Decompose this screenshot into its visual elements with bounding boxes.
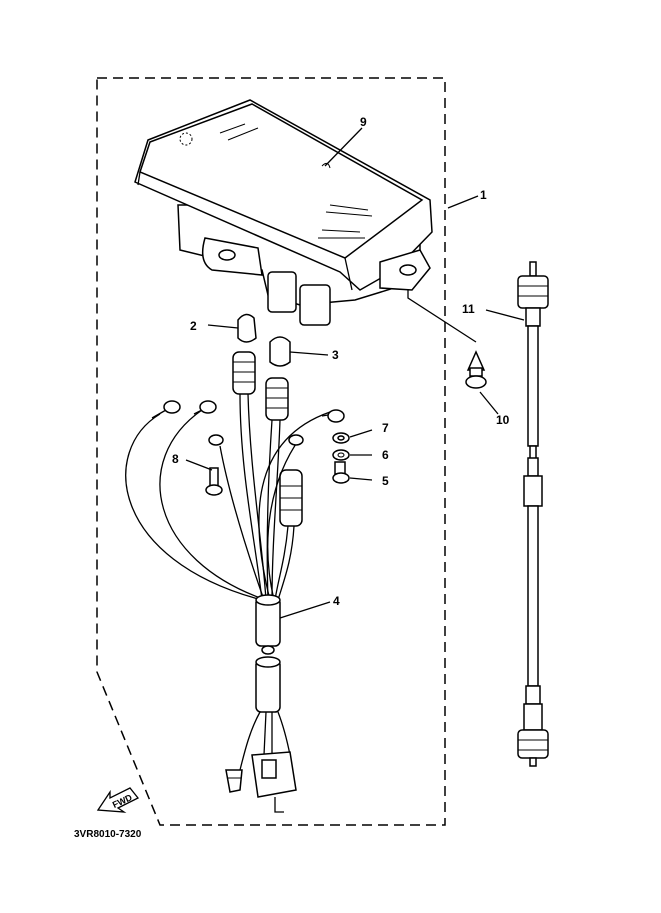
callout-9: 9	[360, 115, 367, 129]
callout-2: 2	[190, 319, 197, 333]
assembly-boundary	[96, 77, 446, 826]
forward-direction-arrow: FWD	[96, 787, 140, 813]
callout-4: 4	[333, 594, 340, 608]
nut-6	[332, 449, 350, 461]
callout-10: 10	[496, 413, 510, 427]
bulb-2	[237, 313, 257, 343]
callout-8: 8	[172, 452, 179, 466]
screw-5	[332, 461, 350, 484]
callout-7: 7	[382, 421, 389, 435]
screw-10	[465, 350, 487, 389]
callout-1: 1	[480, 188, 487, 202]
washer-7	[332, 432, 350, 444]
bulb-3	[269, 336, 291, 367]
meter-assembly	[134, 99, 433, 326]
leader-lines	[185, 127, 525, 619]
speedometer-cable	[517, 261, 549, 767]
callout-5: 5	[382, 474, 389, 488]
screw-8	[205, 467, 223, 496]
callout-6: 6	[382, 448, 389, 462]
callout-3: 3	[332, 348, 339, 362]
drawing-code: 3VR8010-7320	[74, 829, 142, 840]
callout-11: 11	[462, 302, 475, 316]
wire-harness	[125, 351, 345, 813]
